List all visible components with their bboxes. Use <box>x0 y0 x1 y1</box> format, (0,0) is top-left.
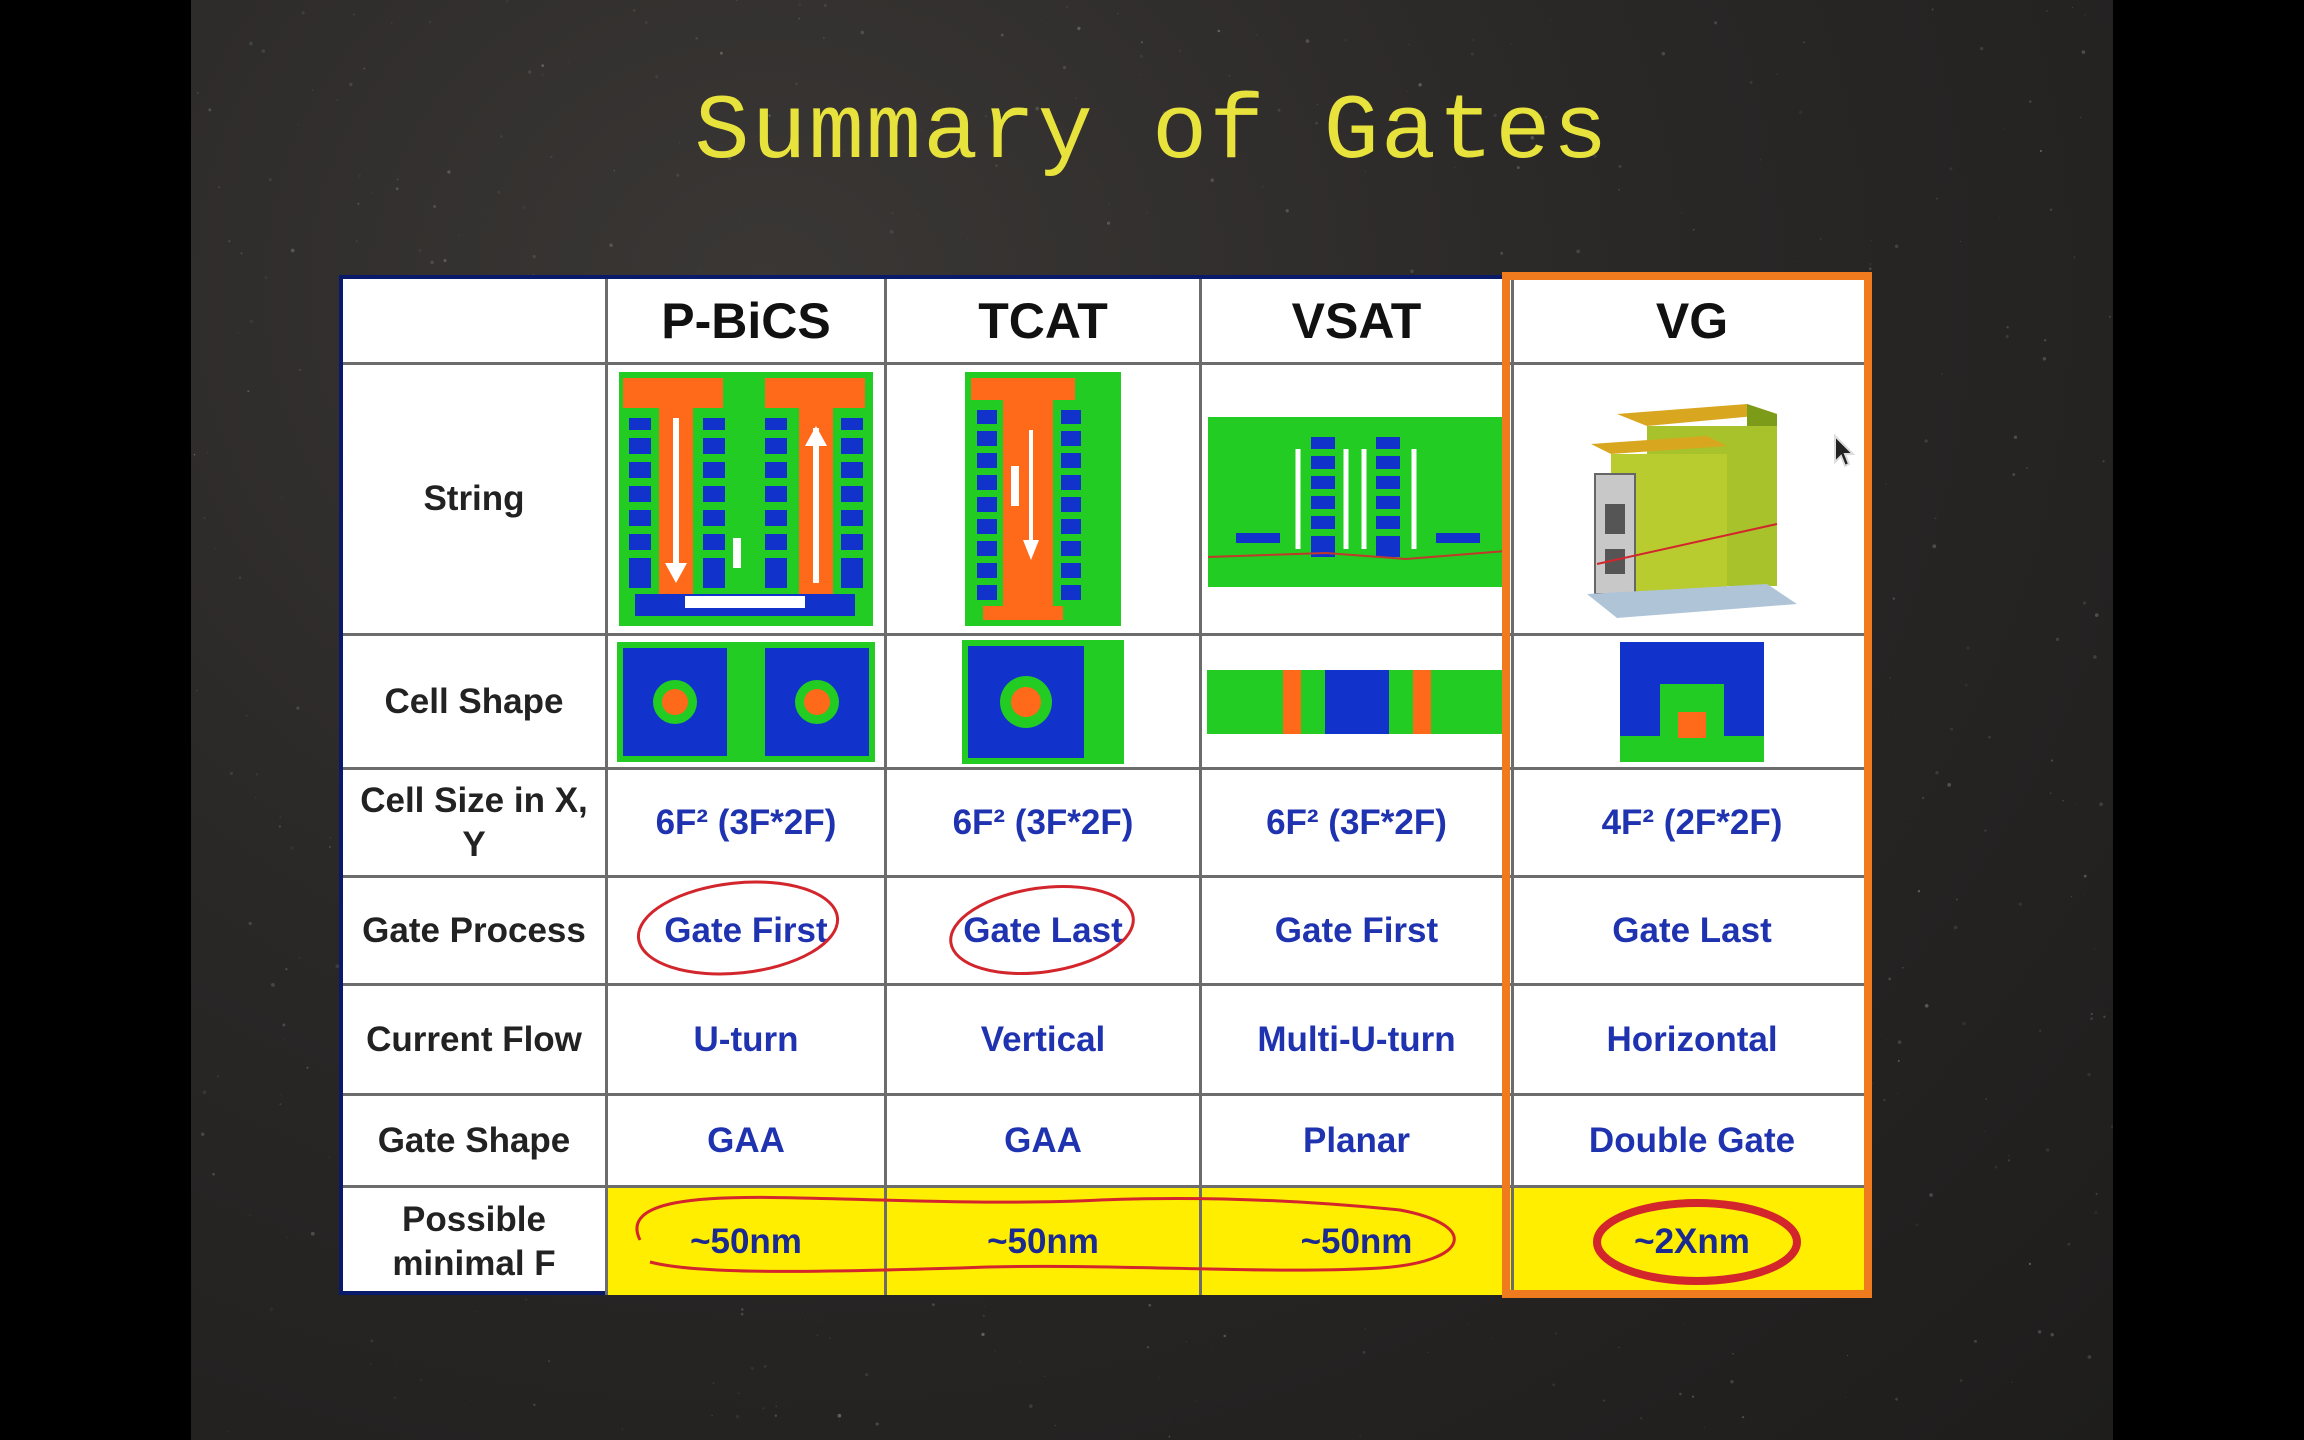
column-header: VSAT <box>1202 279 1514 365</box>
table-cell: Gate First <box>608 878 887 986</box>
table-cell: Double Gate <box>1514 1096 1870 1188</box>
gates-table: P-BiCS TCAT VSAT VG String <box>339 275 1870 1295</box>
row-label: Cell Shape <box>343 636 608 770</box>
table-cell: 6F² (3F*2F) <box>1202 770 1514 878</box>
vg-string-diagram <box>1514 365 1870 636</box>
row-label: Cell Size in X, Y <box>343 770 608 878</box>
vg-cell-shape <box>1514 636 1870 770</box>
tcat-cell-shape <box>887 636 1202 770</box>
table-cell: 4F² (2F*2F) <box>1514 770 1870 878</box>
table-cell: ~50nm <box>1202 1188 1514 1295</box>
table-cell: Gate Last <box>1514 878 1870 986</box>
row-label: Gate Process <box>343 878 608 986</box>
tcat-string-diagram <box>887 365 1202 636</box>
column-header: VG <box>1514 279 1870 365</box>
mouse-cursor-icon <box>1834 434 1856 468</box>
table-corner-cell <box>343 279 608 365</box>
column-header: TCAT <box>887 279 1202 365</box>
table-cell: Multi-U-turn <box>1202 986 1514 1096</box>
table-cell: Gate Last <box>887 878 1202 986</box>
row-label: Current Flow <box>343 986 608 1096</box>
table-cell: Gate First <box>1202 878 1514 986</box>
slide-title: Summary of Gates <box>694 80 1610 185</box>
vsat-cell-shape <box>1202 636 1514 770</box>
table-cell: 6F² (3F*2F) <box>887 770 1202 878</box>
table-cell: ~2Xnm <box>1514 1188 1870 1295</box>
table-cell: Vertical <box>887 986 1202 1096</box>
row-label: String <box>343 365 608 636</box>
row-label: Possible minimal F <box>343 1188 608 1295</box>
table-cell: GAA <box>887 1096 1202 1188</box>
table-cell: U-turn <box>608 986 887 1096</box>
table-cell: Planar <box>1202 1096 1514 1188</box>
table-cell: 6F² (3F*2F) <box>608 770 887 878</box>
table-cell: ~50nm <box>887 1188 1202 1295</box>
row-label: Gate Shape <box>343 1096 608 1188</box>
table-cell: Horizontal <box>1514 986 1870 1096</box>
table-cell: ~50nm <box>608 1188 887 1295</box>
pbics-cell-shape <box>608 636 887 770</box>
table-cell: GAA <box>608 1096 887 1188</box>
pbics-string-diagram <box>608 365 887 636</box>
vsat-string-diagram <box>1202 365 1514 636</box>
column-header: P-BiCS <box>608 279 887 365</box>
